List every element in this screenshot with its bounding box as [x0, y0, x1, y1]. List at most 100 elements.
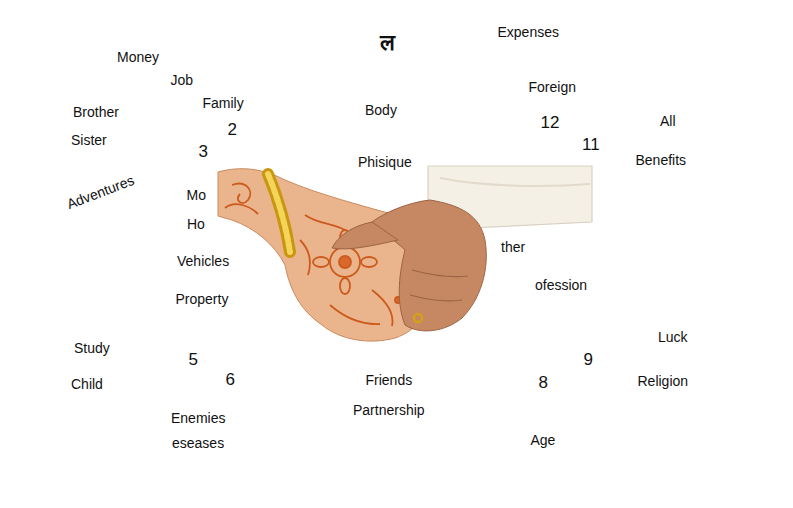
bracelet: [268, 174, 290, 252]
text-anchor: Adventures: [65, 184, 136, 200]
text-anchor: ther: [501, 239, 525, 255]
house-border: [26, 351, 390, 496]
text-anchor: All: [660, 113, 676, 129]
text-anchor: Foreign: [529, 79, 576, 95]
house-number: 6: [226, 370, 235, 390]
text-anchor: 12: [541, 113, 560, 133]
ring: [414, 314, 422, 322]
house-border: [537, 254, 782, 487]
text-anchor: Property: [176, 291, 229, 307]
house-border: [390, 351, 766, 496]
house-label: Religion: [638, 373, 689, 389]
text-anchor: Body: [365, 102, 397, 118]
text-anchor: Friends: [366, 372, 413, 388]
house-label: ल: [380, 30, 395, 55]
house-label: Phisique: [358, 154, 412, 170]
text-anchor: Job: [171, 72, 194, 88]
finger-lines: [410, 270, 468, 301]
sleeve-fold: [440, 178, 590, 186]
text-anchor: Benefits: [636, 152, 687, 168]
house-label: Sister: [71, 132, 107, 148]
text-anchor: Money: [117, 49, 159, 65]
text-anchor: Vehicles: [177, 253, 229, 269]
house-border: [390, 9, 766, 157]
text-anchor: ल: [380, 30, 395, 55]
text-anchor: Partnership: [353, 402, 425, 418]
text-anchor: Sister: [71, 132, 107, 148]
house-label: Foreign: [529, 79, 576, 95]
text-anchor: Family: [203, 95, 244, 111]
text-anchor: 3: [199, 142, 208, 162]
text-anchor: Mo: [187, 187, 206, 203]
house-border: [238, 9, 537, 254]
text-anchor: Expenses: [498, 24, 559, 40]
frame-highlight: [4, 3, 788, 502]
house-label: Partnership: [353, 402, 425, 418]
text-anchor: 8: [539, 373, 548, 393]
house-label: Money: [117, 49, 159, 65]
text-anchor: Phisique: [358, 154, 412, 170]
house-label: ther: [501, 239, 525, 255]
photo-backdrop: [218, 163, 595, 345]
house: ther ofession: [388, 157, 782, 351]
house-border: [537, 18, 782, 254]
house-label: Body: [365, 102, 397, 118]
house-label: Expenses: [498, 24, 559, 40]
house-label: ofession: [535, 277, 587, 293]
house-border: [10, 157, 388, 351]
house-label: Brother: [73, 104, 119, 120]
house-label: All: [660, 113, 676, 129]
house-outline: [537, 18, 782, 254]
house: ExpensesForeign 12: [390, 9, 766, 157]
house-border: [10, 18, 238, 254]
frame-border: [4, 3, 788, 502]
text-anchor: Child: [71, 376, 103, 392]
house-border: [388, 157, 782, 351]
text-anchor: Brother: [73, 104, 119, 120]
text-anchor: eseases: [172, 435, 224, 451]
henna-pattern: [225, 184, 414, 326]
house-label: Property: [176, 291, 229, 307]
text-anchor: ofession: [535, 277, 587, 293]
text-anchor: Study: [74, 340, 110, 356]
bracelet-links: [268, 174, 290, 252]
house-outline: [10, 254, 238, 487]
house: ल BodyPhisique: [238, 9, 537, 254]
text-anchor: Religion: [638, 373, 689, 389]
house-label: Ho: [187, 216, 205, 232]
house-outline: [390, 351, 766, 496]
house-label: Luck: [658, 329, 688, 345]
house: Study 5Child: [10, 254, 238, 487]
house-label: Adventures: [64, 172, 136, 212]
text-anchor: 5: [189, 350, 198, 370]
house-label: Family: [203, 95, 244, 111]
house-label: Age: [531, 432, 556, 448]
house: FriendsPartnership: [238, 254, 537, 496]
house-outline: [390, 9, 766, 157]
house-label: Mo: [187, 187, 206, 203]
house-label: Benefits: [636, 152, 687, 168]
house-label: Friends: [366, 372, 413, 388]
house-border: [238, 254, 537, 496]
house-number: 5: [189, 350, 198, 370]
house-number: 12: [541, 113, 560, 133]
house-label: Child: [71, 376, 103, 392]
groom-hand: [372, 200, 486, 331]
house-label: Vehicles: [177, 253, 229, 269]
house-label: Enemies: [171, 410, 225, 426]
text-anchor: Luck: [658, 329, 688, 345]
text-anchor: 2: [228, 120, 237, 140]
house-number: 2: [228, 120, 237, 140]
house-number: 3: [199, 142, 208, 162]
house-border: [10, 254, 238, 487]
house: 6Enemies eseases: [26, 351, 390, 496]
text-anchor: Enemies: [171, 410, 225, 426]
text-anchor: 6: [226, 370, 235, 390]
house-label: eseases: [172, 435, 224, 451]
house-number: 9: [584, 350, 593, 370]
text-anchor: 11: [582, 135, 600, 155]
house: All 11Benefits: [537, 18, 782, 254]
groom-thumb: [332, 222, 398, 249]
